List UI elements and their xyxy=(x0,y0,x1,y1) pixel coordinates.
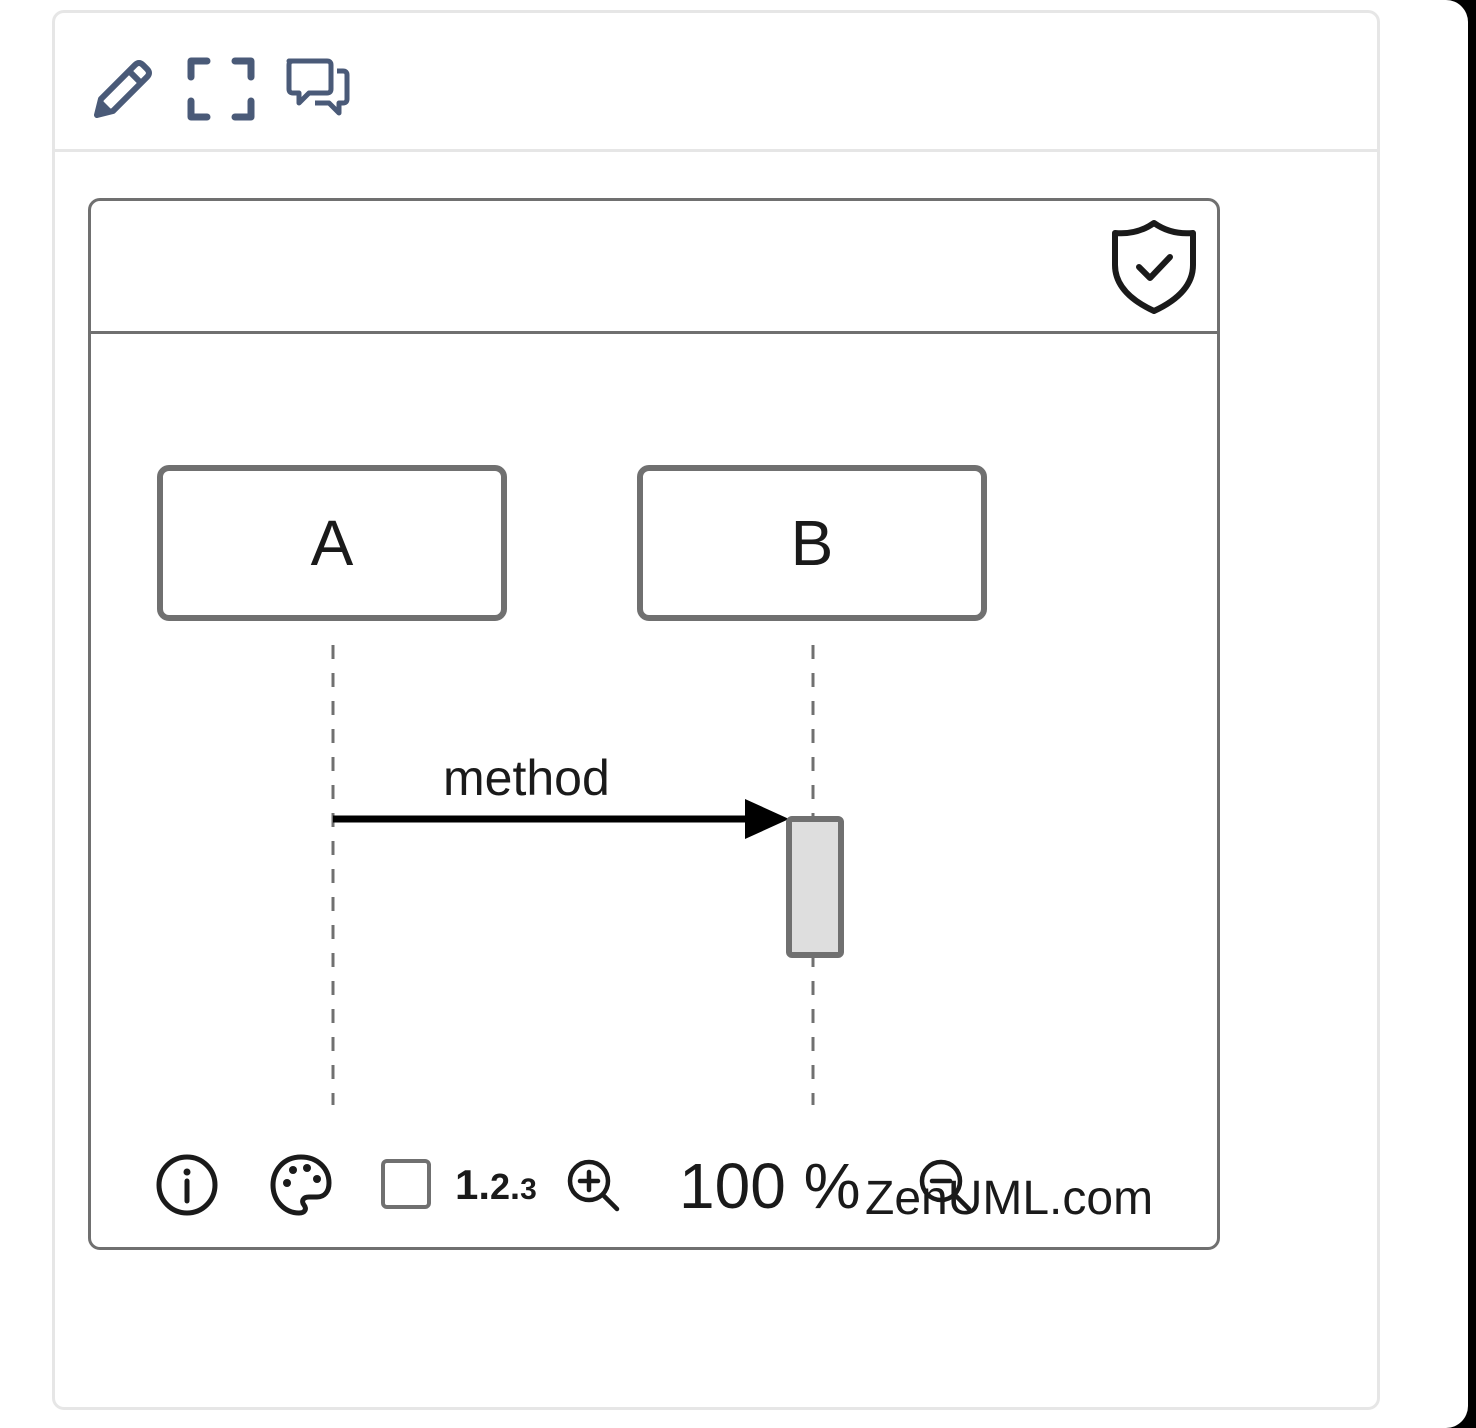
activation-bar xyxy=(786,816,844,958)
message-arrowhead xyxy=(745,799,789,839)
pencil-icon[interactable] xyxy=(87,53,159,125)
diagram-frame: A B method xyxy=(88,198,1220,1250)
info-icon[interactable] xyxy=(155,1153,219,1217)
shield-check-icon[interactable] xyxy=(1109,219,1199,315)
sequence-diagram xyxy=(331,645,844,1105)
numbering-label-3: 3 xyxy=(520,1173,537,1206)
fullscreen-icon[interactable] xyxy=(185,53,257,125)
participant-b[interactable]: B xyxy=(637,465,987,621)
participant-a-label: A xyxy=(310,507,354,579)
message-label[interactable]: method xyxy=(443,750,610,806)
numbering-checkbox[interactable] xyxy=(381,1159,431,1209)
numbering-label[interactable]: 1.2.3 xyxy=(455,1161,537,1209)
numbering-label-2: 2. xyxy=(490,1166,521,1207)
brand-link[interactable]: ZenUML.com xyxy=(865,1172,1154,1225)
participant-b-label: B xyxy=(790,507,834,579)
diagram-controls: 1.2.3 100 % ZenUML.com xyxy=(91,1141,1223,1225)
diagram-header xyxy=(91,201,1217,334)
zoom-in-icon[interactable] xyxy=(565,1157,621,1213)
zoom-out-icon[interactable] xyxy=(917,1157,973,1213)
comments-icon[interactable] xyxy=(283,53,355,125)
numbering-label-1: 1. xyxy=(455,1161,491,1208)
palette-icon[interactable] xyxy=(269,1153,333,1217)
toolbar xyxy=(55,13,1377,152)
participant-a[interactable]: A xyxy=(157,465,507,621)
zoom-level: 100 % xyxy=(679,1150,861,1222)
